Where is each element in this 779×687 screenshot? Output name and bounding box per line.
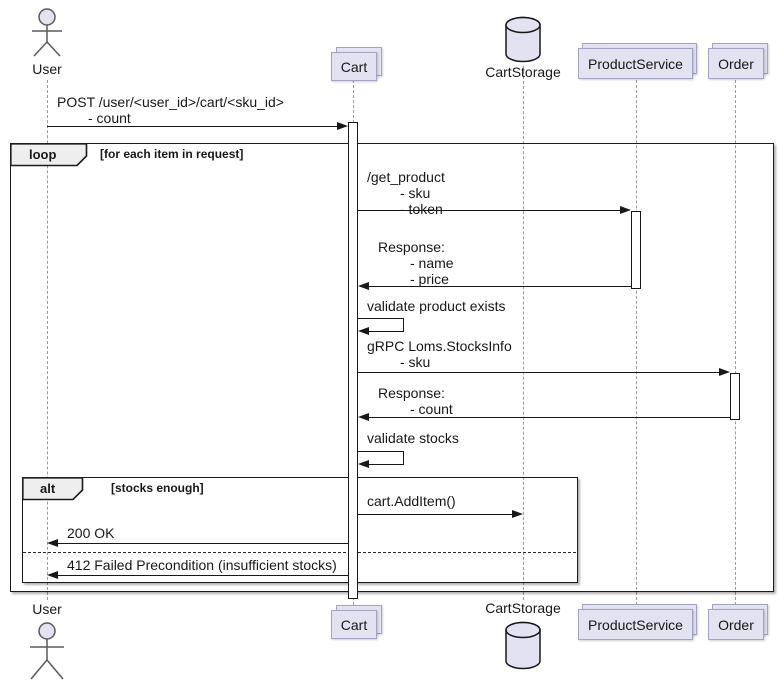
alt-else-divider [23, 552, 576, 553]
message-product-response-line2: - name [410, 255, 454, 271]
alt-guard: [stocks enough] [111, 481, 204, 495]
message-product-response-line3: - price [410, 271, 449, 287]
arrowhead-fail [47, 571, 58, 579]
participant-user-bottom-label: User [32, 601, 62, 617]
participant-order-bottom-label: Order [708, 609, 764, 640]
arrowhead-validate-product [358, 327, 369, 335]
participant-productservice-top-label: ProductService [578, 48, 693, 79]
activation-productservice [631, 211, 641, 289]
actor-user-bottom-figure [28, 618, 66, 684]
participant-cart-top-label: Cart [331, 52, 377, 81]
message-stocks-info-line2: - sku [400, 354, 431, 370]
arrowhead-post [337, 122, 348, 130]
arrow-stocks-response [363, 417, 730, 418]
message-add-item: cart.AddItem() [367, 493, 456, 509]
arrowhead-stocks-response [358, 413, 369, 421]
self-arrow-validate-product-bottom [365, 331, 404, 332]
self-arrow-validate-stocks-bottom [365, 464, 404, 465]
message-post-line1: POST /user/<user_id>/cart/<sku_id> [57, 94, 284, 110]
arrow-add-item [358, 514, 517, 515]
lifeline-order [734, 80, 736, 610]
participant-cartstorage-bottom-label: CartStorage [485, 600, 561, 616]
activation-order [730, 373, 740, 420]
lifeline-productservice [635, 80, 637, 610]
participant-cartstorage-top-label: CartStorage [485, 64, 561, 80]
participant-cart-bottom-label: Cart [331, 610, 377, 639]
self-arrow-validate-product-side [403, 318, 404, 331]
loop-keyword: loop [29, 147, 57, 162]
participant-productservice-bottom-label: ProductService [578, 609, 693, 640]
arrow-fail [52, 575, 348, 576]
arrow-get-product [358, 210, 625, 211]
message-product-response-line1: Response: [378, 239, 445, 255]
actor-user-top-figure [28, 4, 66, 58]
arrowhead-ok [47, 539, 58, 547]
loop-guard: [for each item in request] [100, 147, 244, 161]
activation-cart [348, 122, 358, 599]
self-arrow-validate-product-top [358, 318, 404, 319]
arrow-product-response [363, 286, 631, 287]
self-arrow-validate-stocks-top [358, 451, 404, 452]
arrowhead-stocks-info [719, 368, 730, 376]
message-post-line2: - count [88, 110, 131, 126]
message-validate-product: validate product exists [367, 298, 506, 314]
lifeline-user [46, 80, 48, 600]
actor-icon [30, 622, 64, 680]
message-stocks-response-line1: Response: [378, 385, 445, 401]
message-get-product-line3: - token [400, 201, 443, 217]
loop-label-pentagon [10, 143, 89, 167]
actor-icon [32, 8, 62, 57]
self-arrow-validate-stocks-side [403, 451, 404, 464]
participant-cartstorage-top-figure [504, 15, 544, 65]
lifeline-cartstorage [522, 66, 524, 600]
message-validate-stocks: validate stocks [367, 430, 459, 446]
message-get-product-line1: /get_product [367, 169, 445, 185]
arrowhead-validate-stocks [358, 460, 369, 468]
loop-frame [10, 143, 774, 592]
arrowhead-product-response [358, 282, 369, 290]
message-stocks-response-line2: - count [410, 401, 453, 417]
arrow-stocks-info [358, 372, 724, 373]
message-stocks-info-line1: gRPC Loms.StocksInfo [367, 338, 512, 354]
message-fail: 412 Failed Precondition (insufficient st… [67, 557, 337, 573]
alt-label-pentagon [22, 477, 85, 501]
database-icon [505, 621, 541, 670]
database-icon [505, 16, 541, 63]
alt-frame [22, 477, 578, 583]
message-ok: 200 OK [67, 525, 115, 541]
arrow-post [47, 126, 342, 127]
arrow-ok [52, 543, 348, 544]
participant-order-top-label: Order [708, 48, 764, 79]
arrowhead-add-item [512, 510, 523, 518]
participant-user-top-label: User [32, 61, 62, 77]
participant-cartstorage-bottom-figure [504, 620, 544, 672]
arrowhead-get-product [620, 206, 631, 214]
message-get-product-line2: - sku [400, 185, 431, 201]
alt-keyword: alt [40, 481, 56, 496]
